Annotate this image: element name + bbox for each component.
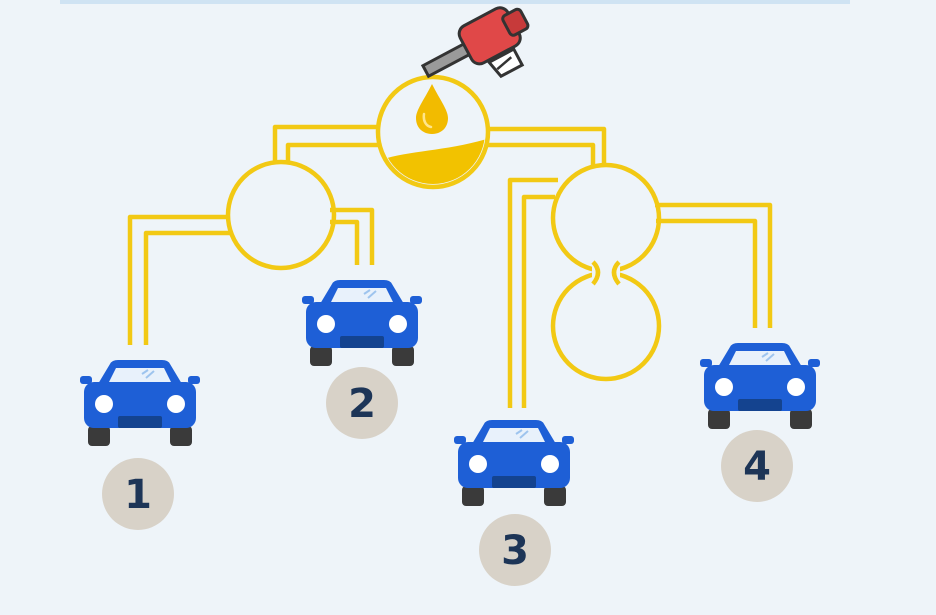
pipe-tank-left-inner xyxy=(285,142,380,163)
car-4 xyxy=(699,342,821,430)
chamber-neck xyxy=(591,260,621,286)
pipe-to-car1-outer xyxy=(127,214,230,345)
fuel-nozzle-icon xyxy=(420,6,530,79)
pipe-to-car3-outer xyxy=(507,177,558,408)
pipe-to-car2-outer xyxy=(330,207,375,265)
pipe-to-car3-inner xyxy=(521,194,555,408)
pipe-to-car2-inner xyxy=(330,219,360,265)
badge-2: 2 xyxy=(326,367,398,439)
car-1 xyxy=(79,359,201,447)
car-number-4: 4 xyxy=(743,444,771,490)
car-number-3: 3 xyxy=(501,528,529,574)
right-lower-chamber xyxy=(550,270,662,382)
pipe-tank-left-outer xyxy=(272,124,380,162)
right-upper-chamber xyxy=(550,162,662,274)
car-3 xyxy=(453,419,575,507)
fuel-drop-icon xyxy=(416,84,448,134)
pipe-network xyxy=(127,74,773,408)
car-number-1: 1 xyxy=(124,472,152,518)
badge-3: 3 xyxy=(479,514,551,586)
pipe-tank-right-inner xyxy=(486,142,596,166)
pipe-tank-right-outer xyxy=(486,126,607,165)
car-number-2: 2 xyxy=(348,381,376,427)
badge-4: 4 xyxy=(721,430,793,502)
pipe-to-car1-inner xyxy=(143,230,232,345)
top-band xyxy=(60,0,850,4)
pipe-to-car4-inner xyxy=(656,218,758,328)
badge-1: 1 xyxy=(102,458,174,530)
pipe-to-car4-outer xyxy=(655,202,773,328)
left-chamber xyxy=(225,159,337,271)
car-2 xyxy=(301,279,423,367)
main-tank xyxy=(375,74,491,190)
